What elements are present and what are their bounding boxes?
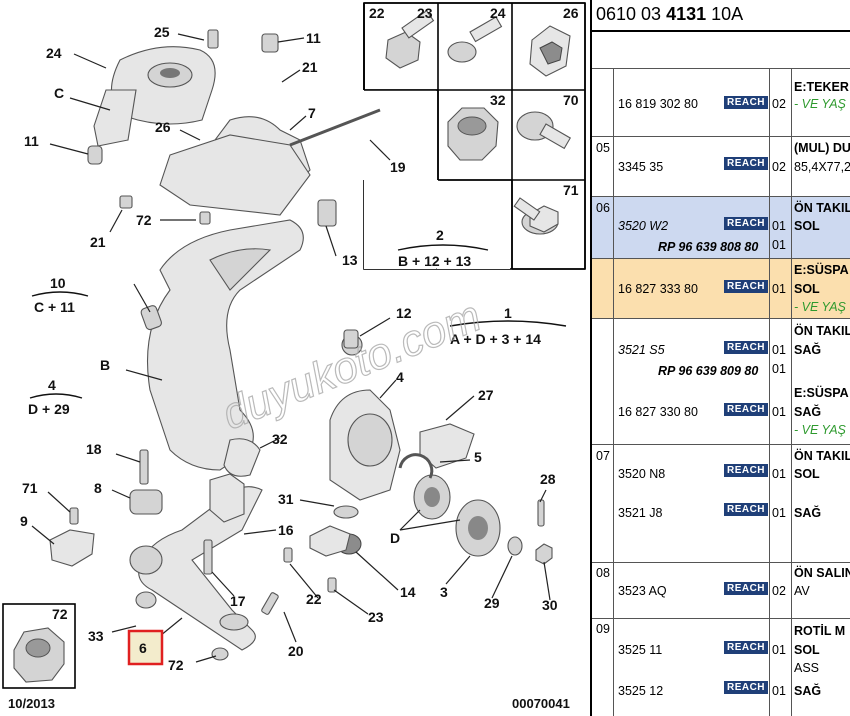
inset-label-32: 32 — [490, 92, 506, 108]
callout-5: 5 — [474, 449, 482, 465]
reach-badge: REACH — [724, 157, 768, 170]
parts-table: 0610 03 4131 10A 16 819 302 80 REACH 02 … — [590, 0, 850, 716]
leader-lines — [31, 33, 551, 663]
callout-30: 30 — [542, 597, 558, 613]
callout-labels: 25 11 24 21 C 7 26 11 19 72 21 13 B 12 4… — [20, 24, 558, 673]
figure-code: 00070041 — [512, 696, 570, 711]
callout-25: 25 — [154, 24, 170, 40]
row-band-orange — [592, 258, 850, 318]
bolt-icon — [385, 10, 435, 69]
callout-16: 16 — [278, 522, 294, 538]
reach-badge: REACH — [724, 582, 768, 595]
reach-badge: REACH — [724, 464, 768, 477]
callout-72: 72 — [136, 212, 152, 228]
callout-21: 21 — [302, 59, 318, 75]
callout-71: 71 — [22, 480, 38, 496]
callout-32: 32 — [272, 431, 288, 447]
reach-badge: REACH — [724, 217, 768, 230]
callout-23: 23 — [368, 609, 384, 625]
flange-bolt-icon — [447, 16, 503, 63]
svg-text:2: 2 — [436, 227, 444, 243]
callout-4: 4 — [396, 369, 404, 385]
nut-inset-box: 72 — [2, 603, 76, 689]
wheel-hub-group — [398, 423, 553, 565]
reach-badge: REACH — [724, 641, 768, 654]
svg-text:1: 1 — [504, 305, 512, 321]
callout-11: 11 — [306, 30, 321, 46]
callout-9: 9 — [20, 513, 28, 529]
svg-text:B + 12 + 13: B + 12 + 13 — [398, 253, 471, 269]
clip-icon — [529, 25, 571, 77]
callout-17: 17 — [230, 593, 246, 609]
inset-label-70: 70 — [563, 92, 579, 108]
callout-18: 18 — [86, 441, 102, 457]
callout-20: 20 — [288, 643, 304, 659]
callout-8: 8 — [94, 480, 102, 496]
callout-27: 27 — [478, 387, 494, 403]
lower-control-arm — [129, 449, 279, 661]
inset-label-24: 24 — [490, 5, 506, 21]
callout-12: 12 — [396, 305, 412, 321]
callout-24: 24 — [46, 45, 62, 61]
svg-text:D + 29: D + 29 — [28, 401, 70, 417]
formula-10: 10 C + 11 — [31, 275, 89, 315]
callout-26: 26 — [155, 119, 171, 135]
callout-7: 7 — [308, 105, 316, 121]
svg-text:10: 10 — [50, 275, 66, 291]
reach-badge: REACH — [724, 681, 768, 694]
reach-badge: REACH — [724, 96, 768, 109]
strut-mount-assembly — [87, 29, 381, 227]
row-band-blue — [592, 196, 850, 258]
inset-label-72: 72 — [52, 606, 68, 622]
svg-text:C + 11: C + 11 — [34, 299, 75, 315]
inset-label-26: 26 — [563, 5, 579, 21]
highlighted-part-6[interactable]: 6 — [127, 629, 164, 666]
nut-icon — [447, 107, 499, 161]
reach-badge: REACH — [724, 503, 768, 516]
callout-3: 3 — [440, 584, 448, 600]
callout-14: 14 — [400, 584, 416, 600]
reach-badge: REACH — [724, 280, 768, 293]
callout-13: 13 — [342, 252, 358, 268]
callout-29: 29 — [484, 595, 500, 611]
exploded-parts-diagram: 22 23 24 26 32 70 71 72 — [2, 2, 586, 711]
callout-72b: 72 — [168, 657, 184, 673]
stabilizer-clamp — [49, 507, 95, 567]
callout-C: C — [54, 85, 64, 101]
callout-28: 28 — [540, 471, 556, 487]
reference-title: 0610 03 4131 10A — [596, 4, 744, 24]
subframe — [140, 219, 304, 477]
date-code: 10/2013 — [8, 696, 55, 711]
svg-text:A + D + 3 + 14: A + D + 3 + 14 — [450, 331, 541, 347]
callout-D: D — [390, 530, 400, 546]
inset-label-71: 71 — [563, 182, 579, 198]
callout-21b: 21 — [90, 234, 106, 250]
reach-badge: REACH — [724, 403, 768, 416]
reach-badge: REACH — [724, 341, 768, 354]
fastener-inset-grid: 22 23 24 26 32 70 71 — [362, 2, 586, 270]
formula-1: 1 A + D + 3 + 14 — [449, 305, 567, 347]
inset-label-23: 23 — [417, 5, 433, 21]
formula-2: 2 B + 12 + 13 — [397, 227, 489, 269]
svg-text:4: 4 — [48, 377, 56, 393]
ball-joint-group — [283, 505, 362, 593]
callout-22: 22 — [306, 591, 322, 607]
callout-11b: 11 — [24, 133, 39, 149]
torx-screw-icon — [516, 111, 572, 150]
callout-19: 19 — [390, 159, 406, 175]
inset-label-22: 22 — [369, 5, 385, 21]
flange-screw-icon — [513, 197, 559, 235]
highlight-label: 6 — [139, 640, 147, 656]
callout-33: 33 — [88, 628, 104, 644]
callout-31: 31 — [278, 491, 294, 507]
callout-B: B — [100, 357, 110, 373]
formula-4: 4 D + 29 — [28, 377, 83, 417]
steering-knuckle — [329, 329, 401, 501]
